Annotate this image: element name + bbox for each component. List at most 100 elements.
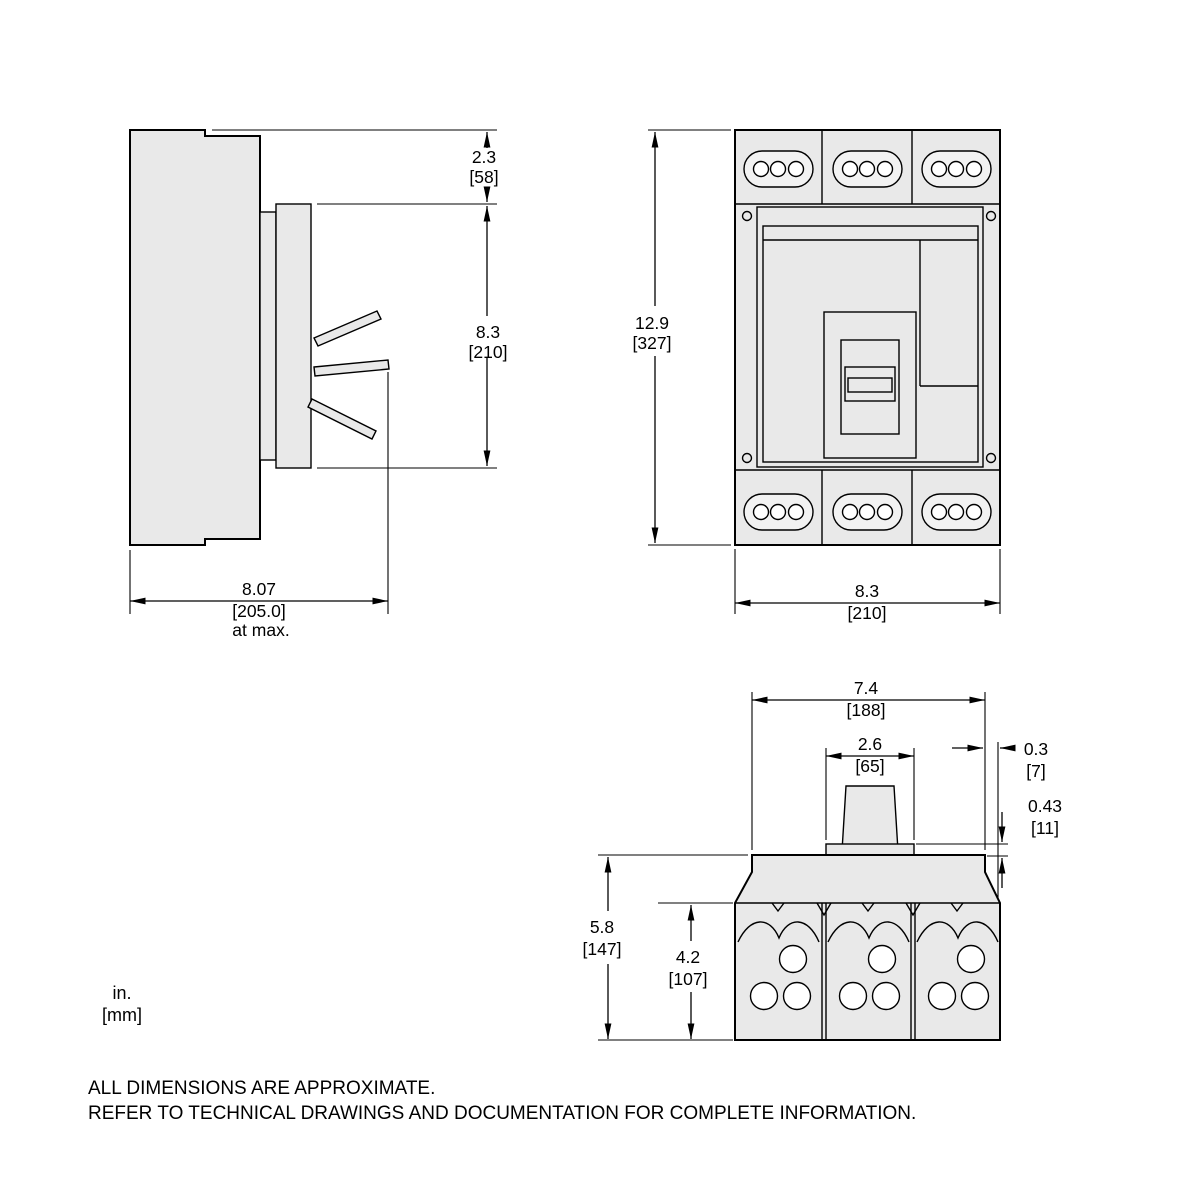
screw-hole <box>741 210 753 222</box>
footer-disclaimer: ALL DIMENSIONS ARE APPROXIMATE. REFER TO… <box>88 1078 916 1124</box>
dim-value-mm: [210] <box>848 603 887 623</box>
handle-blade-down <box>307 398 377 440</box>
lug-hole <box>782 981 812 1011</box>
terminal-hole <box>841 503 859 521</box>
terminal-hole <box>930 503 948 521</box>
handle-flange <box>825 843 915 856</box>
lug-hole <box>956 944 986 974</box>
handle-blade-mid <box>313 359 390 377</box>
terminal-hole <box>876 160 894 178</box>
v-notch <box>861 902 875 913</box>
units-mm: [mm] <box>102 1005 142 1025</box>
lug-hole <box>927 981 957 1011</box>
v-notch <box>905 902 921 917</box>
units-inches: in. <box>112 983 131 1003</box>
terminal-hole <box>752 160 770 178</box>
dim-value-mm: [7] <box>1026 761 1045 781</box>
clamp-profile <box>737 921 820 943</box>
dim-side-top: 2.3 [58] <box>212 129 499 205</box>
breaker-side-body <box>129 129 261 546</box>
handle-stem <box>841 785 899 852</box>
disclaimer-line-1: ALL DIMENSIONS ARE APPROXIMATE. <box>88 1078 435 1099</box>
dim-front-height: 12.9 [327] <box>633 129 731 546</box>
v-notch <box>771 902 785 913</box>
toggle-handle <box>844 366 896 402</box>
dim-value-in: 5.8 <box>590 917 614 937</box>
lug-hole <box>867 944 897 974</box>
terminal-hole <box>787 503 805 521</box>
dim-value-in: 0.43 <box>1028 796 1062 816</box>
terminal-hole <box>965 160 983 178</box>
toggle-frame <box>823 311 917 459</box>
lug-hole <box>871 981 901 1011</box>
escutcheon-strip <box>259 211 277 461</box>
dim-edge-offset: 0.3 [7] <box>952 739 1048 898</box>
side-view <box>129 129 390 546</box>
dim-value-in: 4.2 <box>676 947 700 967</box>
terminal-hole <box>930 160 948 178</box>
dim-value-mm: [327] <box>633 333 672 353</box>
dim-overall-depth: 5.8 [147] <box>583 854 748 1041</box>
terminal-hole <box>858 160 876 178</box>
terminal-hole <box>787 160 805 178</box>
escutcheon-block <box>275 203 312 469</box>
screw-hole <box>741 452 753 464</box>
dim-value-in: 0.3 <box>1024 739 1048 759</box>
dim-value-in: 12.9 <box>635 313 669 333</box>
v-notch <box>816 902 832 917</box>
terminal-hole <box>947 160 965 178</box>
clamp-profile <box>827 921 910 943</box>
face-inner <box>762 225 979 463</box>
terminal-hole <box>769 160 787 178</box>
screw-hole <box>985 210 997 222</box>
dim-side-width: 8.07 [205.0] at max. <box>129 372 389 640</box>
dim-value-mm: [188] <box>847 700 886 720</box>
front-view <box>734 129 1001 546</box>
lug-hole <box>778 944 808 974</box>
dim-handle-height: 0.43 [11] <box>916 796 1062 888</box>
handle-blade-up <box>313 310 382 347</box>
toggle-handle-band <box>847 377 893 393</box>
dim-value-mm: [11] <box>1031 818 1059 838</box>
screw-hole <box>985 452 997 464</box>
dim-value-mm: [205.0] <box>232 601 286 621</box>
dim-value-in: 7.4 <box>854 678 879 698</box>
dim-value-in: 2.3 <box>472 147 496 167</box>
dim-value-in: 8.3 <box>855 581 879 601</box>
bottom-view <box>734 785 1001 1041</box>
dim-front-width: 8.3 [210] <box>734 549 1001 623</box>
terminal-hole <box>752 503 770 521</box>
terminal-hole <box>858 503 876 521</box>
disclaimer-line-2: REFER TO TECHNICAL DRAWINGS AND DOCUMENT… <box>88 1103 916 1124</box>
lug-holes <box>749 944 990 1011</box>
lug-hole <box>960 981 990 1011</box>
dim-note: at max. <box>232 620 289 640</box>
dim-handle-width: 2.6 [65] <box>825 734 915 840</box>
dim-value-mm: [107] <box>669 969 708 989</box>
dim-value-mm: [210] <box>469 342 508 362</box>
dim-value-in: 8.07 <box>242 579 276 599</box>
dim-terminal-depth: 4.2 [107] <box>658 902 733 1039</box>
clamp-profile <box>916 921 999 943</box>
top-terminal-holes <box>752 160 983 178</box>
dim-value-mm: [147] <box>583 939 622 959</box>
toggle-recess <box>840 339 900 435</box>
dim-bottom-width: 7.4 [188] <box>751 678 986 850</box>
bottom-terminal-holes <box>752 503 983 521</box>
breaker-bottom-body <box>734 854 1001 1041</box>
dim-value-mm: [58] <box>469 167 498 187</box>
terminal-hole <box>947 503 965 521</box>
terminal-hole <box>876 503 894 521</box>
cover-outline <box>756 206 984 468</box>
units-legend: in. [mm] <box>102 983 142 1025</box>
terminal-hole <box>841 160 859 178</box>
lug-hole <box>838 981 868 1011</box>
dim-value-mm: [65] <box>855 756 884 776</box>
terminal-hole <box>769 503 787 521</box>
dim-value-in: 8.3 <box>476 322 500 342</box>
lug-hole <box>749 981 779 1011</box>
terminal-hole <box>965 503 983 521</box>
dim-value-in: 2.6 <box>858 734 882 754</box>
